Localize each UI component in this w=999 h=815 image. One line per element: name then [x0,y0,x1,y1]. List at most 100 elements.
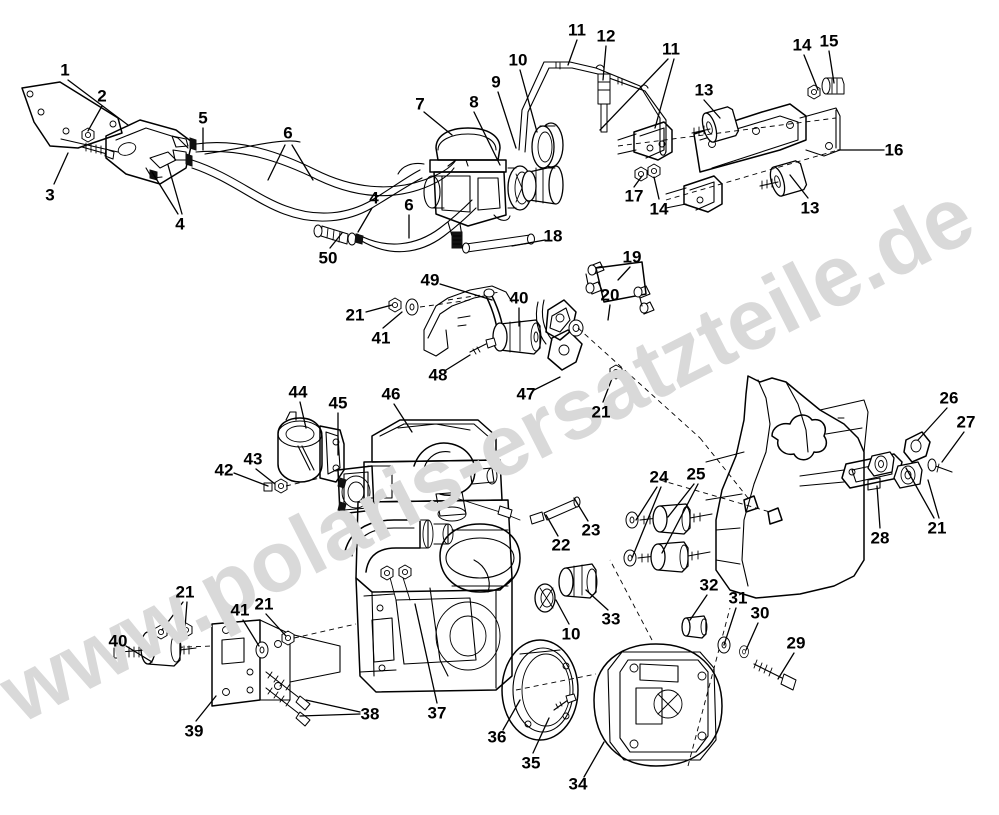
leader-line-2 [87,105,103,132]
callout-number-4: 4 [175,214,185,234]
callout-number-43: 43 [243,449,263,469]
leader-line-17 [633,175,643,188]
leader-line-39 [195,695,217,722]
callout-number-38: 38 [360,704,380,724]
leader-line-c38b [299,713,361,717]
leader-line-1 [67,79,129,126]
leader-line-34 [583,741,605,778]
leader-line-4 [151,171,179,215]
callout-number-32: 32 [699,575,719,595]
leader-line-41 [242,619,260,647]
leader-line-13 [703,99,721,119]
leader-line-9 [497,91,517,149]
leader-line-21 [161,601,184,631]
callout-number-21: 21 [175,582,195,602]
leader-line-40 [125,645,153,663]
leader-line-38 [305,699,361,713]
callout-number-16: 16 [884,140,904,160]
callout-leader-lines [53,39,965,778]
part-13-mount-bushings [691,105,809,199]
leader-line-24 [635,486,658,521]
callout-number-10: 10 [561,624,581,644]
part-34-recoil-starter [593,559,731,767]
callout-number-9: 9 [491,72,501,92]
leader-line-20 [607,304,611,321]
callout-number-18: 18 [543,226,563,246]
part-9-intake-boot [521,165,564,205]
leader-line-36 [502,699,521,731]
callout-number-19: 19 [622,247,642,267]
part-3-screw [81,142,115,160]
callout-number-45: 45 [328,393,348,413]
leader-line-c24b [631,486,662,559]
leader-line-28 [876,485,881,529]
callout-number-50: 50 [318,248,338,268]
leader-line-21 [602,375,614,403]
part-19-20-rod-assembly [568,261,701,439]
callout-number-4: 4 [369,188,379,208]
callout-number-35: 35 [521,753,541,773]
leader-line-41 [382,311,403,329]
part-37-fastener-stack [380,564,412,581]
part-33-10-flywheel-parts [534,563,598,613]
callout-number-47: 47 [516,384,536,404]
callout-number-41: 41 [371,328,391,348]
part-1-mount-bracket [21,81,123,153]
part-50-fuel-filter [313,224,364,246]
callout-number-46: 46 [381,384,401,404]
leader-line-10 [555,599,570,625]
callout-number-39: 39 [184,721,204,741]
callout-number-42: 42 [214,460,234,480]
callout-number-20: 20 [600,285,620,305]
leader-line-25 [667,483,695,518]
callout-number-40: 40 [509,288,529,308]
callout-number-1: 1 [60,60,70,80]
leader-line-13 [789,174,809,199]
leader-line-32 [689,594,708,621]
leader-line-11 [567,39,578,66]
callout-number-21: 21 [254,594,274,614]
leader-line-43 [255,468,276,485]
leader-line-23 [573,497,589,522]
leader-line-46 [393,403,413,433]
callout-number-6: 6 [404,195,414,215]
part-26-27-clamp [903,431,953,473]
leader-line-10 [519,69,538,133]
leader-line-19 [617,266,631,281]
part-21-41-lower-fasteners [154,622,357,659]
leader-line-47 [533,376,561,391]
callout-number-40: 40 [108,631,128,651]
part-46-engine-block [337,419,521,693]
leader-line-21 [905,467,935,519]
leader-line-14 [803,54,819,91]
callout-number-28: 28 [870,528,890,548]
leader-line-4 [357,207,373,233]
callout-number-23: 23 [581,520,601,540]
callout-number-41: 41 [230,600,250,620]
leader-line-15 [828,50,835,84]
leader-line-11 [599,58,669,131]
part-22-23-pin [529,496,581,525]
leader-line-44 [299,401,307,429]
part-44-45-thermostat-housing [277,411,345,483]
mount-rail-lower [617,117,839,213]
part-5-fuel-pump [105,119,197,185]
leader-line-c21c2 [927,479,940,519]
callout-number-33: 33 [601,609,621,629]
callout-number-14: 14 [792,35,812,55]
callout-number-3: 3 [45,185,55,205]
chassis-frame [659,375,869,599]
part-17-14-fasteners [634,163,661,182]
callout-number-48: 48 [428,365,448,385]
callout-number-25: 25 [686,464,706,484]
part-38-screws [246,668,311,727]
callout-number-37: 37 [427,703,447,723]
callout-number-21: 21 [927,518,947,538]
part-21-mid-right [609,364,623,380]
leader-line-21 [365,304,393,313]
callout-number-21: 21 [345,305,365,325]
part-24-25-mount-bushings [623,503,713,573]
callout-number-6: 6 [283,123,293,143]
callout-number-10: 10 [508,50,528,70]
